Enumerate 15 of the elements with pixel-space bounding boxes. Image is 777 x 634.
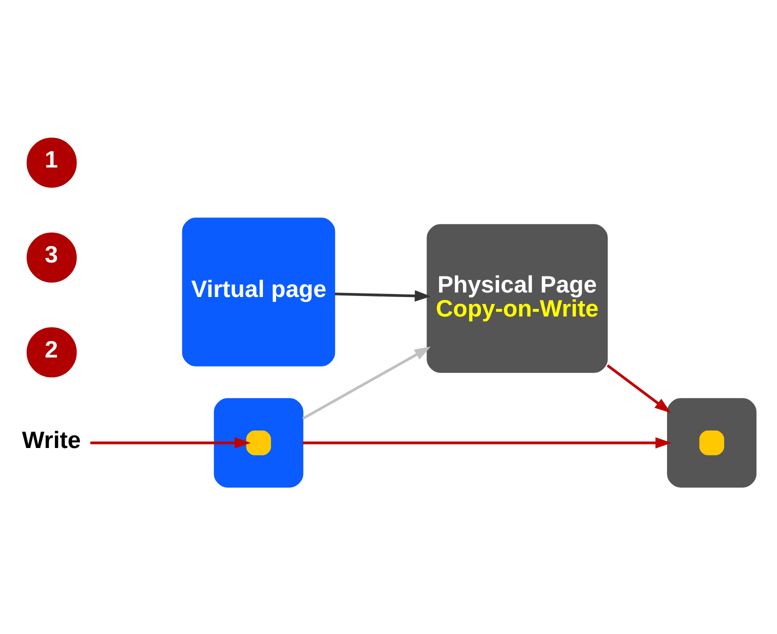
arrow xyxy=(334,290,430,302)
node-circle: 1 xyxy=(26,138,76,188)
cluster xyxy=(213,398,303,488)
arrow xyxy=(302,346,430,420)
node-box xyxy=(698,430,724,456)
cluster xyxy=(666,398,756,488)
arrow xyxy=(90,437,250,449)
node-circle: 3 xyxy=(26,232,76,283)
node-circle: 2 xyxy=(26,327,76,378)
arrow xyxy=(302,437,672,449)
arrow xyxy=(606,364,670,413)
node-text: Write xyxy=(22,428,80,454)
node-box xyxy=(246,430,270,456)
node-box: Virtual page xyxy=(182,218,335,366)
node-box: Physical Page Copy-on-Write xyxy=(426,224,608,373)
